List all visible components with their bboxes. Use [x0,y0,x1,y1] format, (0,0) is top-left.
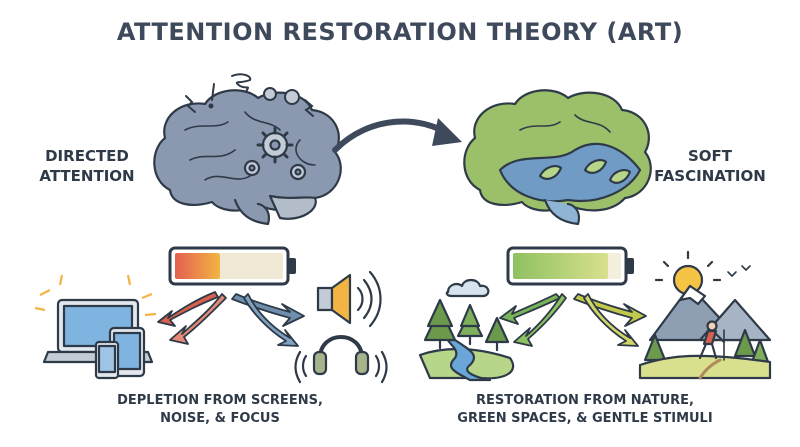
speaker-icon [316,270,382,328]
depletion-caption: DEPLETION FROM SCREENS, NOISE, & FOCUS [90,392,350,428]
restoration-arrows [499,293,647,347]
headphones-icon [294,335,388,384]
leafy-brain-icon [463,89,652,226]
battery-low-icon [168,246,296,286]
soft-fascination-line2: FASCINATION [654,167,766,185]
hiker-icon [698,320,726,361]
directed-attention-line2: ATTENTION [39,167,135,185]
gear-icon [256,126,294,164]
laptop-tablet-phone-icon [34,274,157,380]
soft-fascination-line1: SOFT [687,147,733,165]
restoration-caption-line2: GREEN SPACES, & GENTLE STIMULI [457,411,713,426]
restoration-caption: RESTORATION FROM NATURE, GREEN SPACES, &… [430,392,740,428]
forest-river-icon [418,278,515,382]
soft-fascination-label: SOFT FASCINATION [640,146,780,186]
curved-arrow-icon [332,118,462,153]
depletion-caption-line1: DEPLETION FROM SCREENS, [117,393,323,408]
gear-icon [243,159,307,181]
depletion-caption-line2: NOISE, & FOCUS [160,411,280,426]
restoration-caption-line1: RESTORATION FROM NATURE, [476,393,694,408]
directed-attention-label: DIRECTED ATTENTION [22,146,152,186]
stress-symbols-icon [185,73,314,117]
directed-attention-line1: DIRECTED [45,147,129,165]
battery-full-icon [506,246,634,286]
gears-brain-icon [153,89,342,226]
depletion-arrows [157,291,305,347]
page-title: ATTENTION RESTORATION THEORY (ART) [116,18,684,46]
hiker-mountain-icon [638,250,772,380]
leaf-icon [538,159,632,184]
